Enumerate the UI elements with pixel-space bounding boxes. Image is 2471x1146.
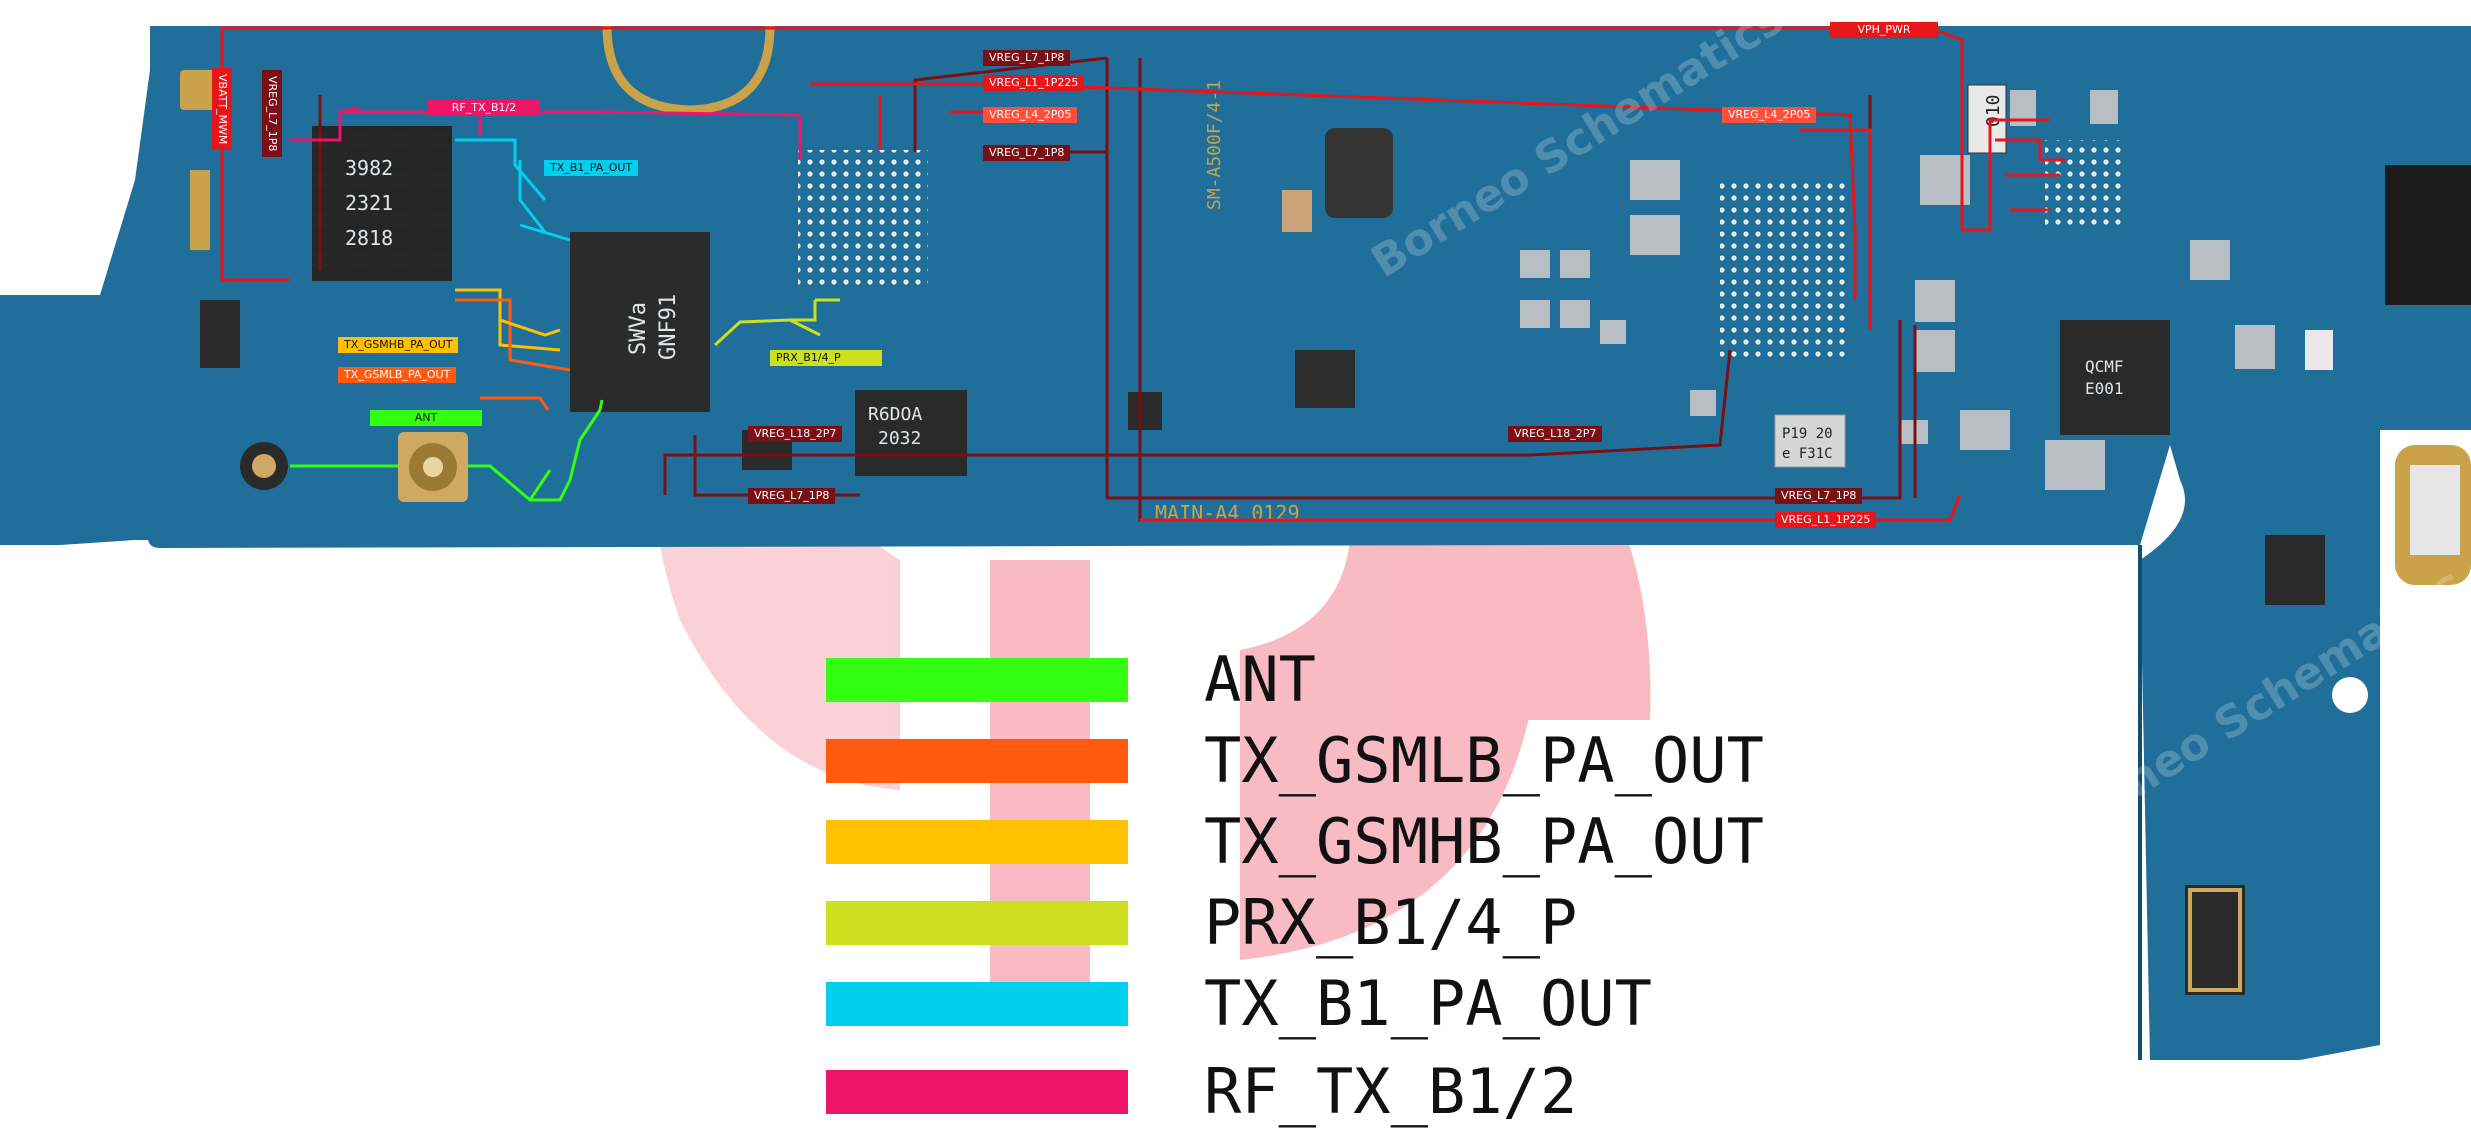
- pa-chip-marking-3: 2818: [345, 226, 393, 250]
- label-vreg-l1-1p225-bottom: VREG_L1_1P225: [1775, 512, 1877, 528]
- prx-b1-4-trace: [713, 298, 840, 347]
- legend-swatch-prx-b1-4: [826, 901, 1128, 945]
- crystal: [1774, 414, 1846, 468]
- label-ant: ANT: [370, 410, 482, 426]
- crystal-marking-1: P19 20: [1782, 426, 1833, 442]
- label-vreg-l7-1p8-bottom-right: VREG_L7_1P8: [1775, 488, 1863, 504]
- label-vbatt-mwm: VBATT_MWM: [212, 68, 232, 151]
- legend-swatch-tx-b1: [826, 982, 1128, 1026]
- pa-chip-marking-1: 3982: [345, 156, 393, 180]
- legend-label-rf-tx-b1-2: RF_TX_B1/2: [1204, 1055, 1578, 1128]
- rf-tx-b1-2-trace: [290, 106, 802, 160]
- label-tx-gsmhb-pa-out: TX_GSMHB_PA_OUT: [338, 337, 459, 353]
- label-vreg-l1-1p225-top: VREG_L1_1P225: [983, 75, 1085, 91]
- label-vreg-l18-2p7-left: VREG_L18_2P7: [748, 426, 843, 442]
- label-vreg-l7-1p8-mid: VREG_L7_1P8: [983, 145, 1071, 161]
- label-vph-pwr: VPH_PWR: [1830, 22, 1938, 38]
- label-vreg-l4-2p05-right: VREG_L4_2P05: [1722, 107, 1817, 123]
- r6d-chip: [855, 390, 967, 476]
- label-vreg-l4-2p05-left: VREG_L4_2P05: [983, 107, 1078, 123]
- r6d-marking-2: 2032: [878, 428, 921, 449]
- board-code: SM-A500F/4-1: [1204, 80, 1225, 210]
- crystal-marking-2: e F31C: [1782, 446, 1833, 462]
- ant-trace: [290, 399, 604, 502]
- legend-label-tx-b1: TX_B1_PA_OUT: [1204, 967, 1652, 1040]
- tx-gsm-traces: [455, 288, 571, 411]
- label-prx-b1-4-p: PRX_B1/4_P: [770, 350, 882, 366]
- ic-010-marking: 010: [1983, 94, 2004, 127]
- antenna-connector-2: [240, 442, 288, 490]
- cpu-edge: [2385, 165, 2471, 305]
- r6d-marking-1: R6DOA: [868, 404, 922, 425]
- bga-chip-main: [1720, 178, 1850, 358]
- legend-label-tx-gsmhb: TX_GSMHB_PA_OUT: [1204, 805, 1764, 878]
- legend-label-ant: ANT: [1204, 643, 1316, 716]
- legend-swatch-tx-gsmhb: [826, 820, 1128, 864]
- antenna-connector: [398, 432, 468, 502]
- qcmf-chip: [2060, 320, 2170, 435]
- legend-label-prx-b1-4: PRX_B1/4_P: [1204, 886, 1578, 959]
- legend-swatch-rf-tx-b1-2: [826, 1070, 1128, 1114]
- label-tx-b1-pa-out: TX_B1_PA_OUT: [544, 160, 639, 176]
- label-vreg-l7-1p8-vert: VREG_L7_1P8: [262, 70, 282, 158]
- connector-bottom: [2185, 535, 2325, 995]
- legend-label-tx-gsmlb: TX_GSMLB_PA_OUT: [1204, 724, 1764, 797]
- label-vreg-l7-1p8-top: VREG_L7_1P8: [983, 50, 1071, 66]
- swva-marking-2: GNF91: [656, 294, 681, 360]
- label-tx-gsmlb-pa-out: TX_GSMLB_PA_OUT: [338, 367, 457, 383]
- label-vreg-l7-1p8-bottom-left: VREG_L7_1P8: [748, 488, 836, 504]
- qcmf-marking-2: E001: [2085, 379, 2124, 398]
- bga-chip-right: [2045, 140, 2125, 230]
- label-vreg-l18-2p7-right: VREG_L18_2P7: [1508, 426, 1603, 442]
- legend-swatch-ant: [826, 658, 1128, 702]
- label-rf-tx-b1-2: RF_TX_B1/2: [428, 100, 540, 116]
- bga-chip-left: [798, 150, 928, 290]
- pa-chip-marking-2: 2321: [345, 191, 393, 215]
- tx-b1-pa-out-trace: [455, 138, 571, 242]
- legend-swatch-tx-gsmlb: [826, 739, 1128, 783]
- qcmf-marking-1: QCMF: [2085, 357, 2124, 376]
- swva-marking-1: SWVa: [626, 302, 651, 355]
- swva-chip: [570, 232, 710, 412]
